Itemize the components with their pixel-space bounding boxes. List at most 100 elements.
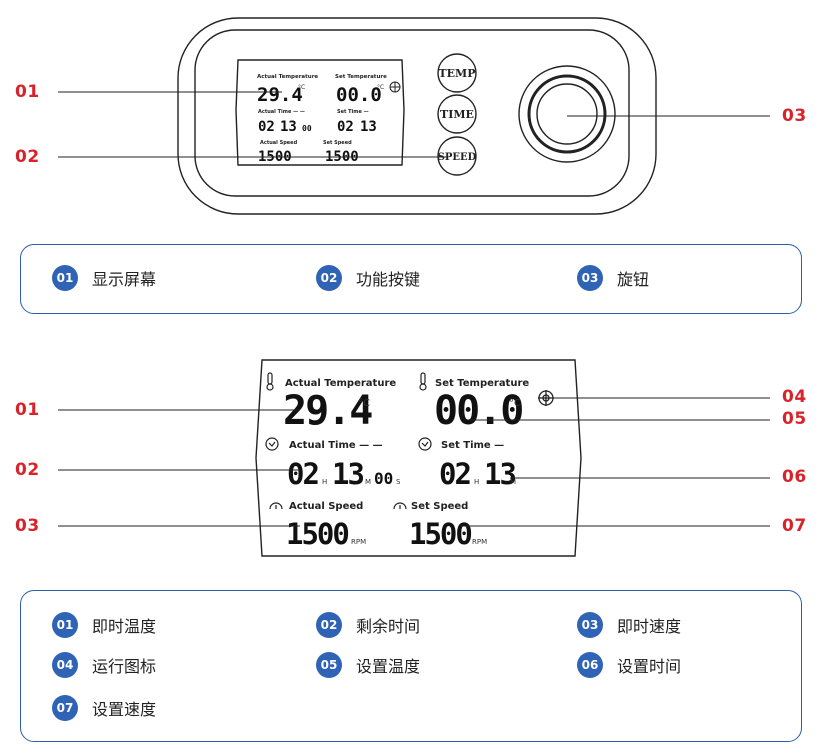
- callout-lcd-02: 02: [15, 460, 40, 480]
- temp-button[interactable]: [437, 53, 477, 93]
- speed-button-label: SPEED: [438, 152, 477, 163]
- speed-gauge-icon: [269, 502, 283, 510]
- legend-text: 旋钮: [617, 270, 650, 289]
- set-temp-value: 00.0: [434, 388, 522, 434]
- set-time-h: 02: [439, 457, 470, 491]
- time-button-label: TIME: [440, 108, 474, 121]
- callout-lcd-03: 03: [15, 516, 40, 536]
- top-callout-lines: [58, 91, 770, 158]
- legend-text: 显示屏幕: [92, 270, 157, 289]
- set-temp-unit: °C: [509, 398, 521, 409]
- mini-actual-time-h: 02: [258, 119, 275, 135]
- actual-time-m: 13: [332, 457, 363, 491]
- knob-inner: [527, 74, 607, 154]
- actual-temp-unit: °C: [358, 398, 370, 409]
- clock-icon: [418, 437, 432, 451]
- legend-bottom: 01 即时温度 02 剩余时间 03 即时速度 04 运行图标 05 设置温度 …: [20, 590, 802, 742]
- time-button[interactable]: [437, 94, 477, 134]
- set-time-label: Set Time —: [441, 440, 504, 451]
- callout-lcd-01: 01: [15, 400, 40, 420]
- lcd-callout-lines: [58, 397, 770, 527]
- mini-run-icon: [389, 81, 401, 93]
- actual-time-s: 00: [374, 469, 393, 488]
- legend-badge: 03: [577, 265, 603, 291]
- knob-outer[interactable]: [518, 65, 616, 163]
- legend-text: 剩余时间: [356, 617, 421, 636]
- set-time-h-unit: H: [474, 478, 479, 486]
- device-inner-panel: [194, 29, 630, 197]
- legend-badge: 05: [316, 652, 342, 678]
- legend-text: 功能按键: [356, 270, 421, 289]
- legend-text: 设置时间: [617, 657, 682, 676]
- legend-badge: 04: [52, 652, 78, 678]
- actual-speed-value: 1500: [286, 517, 348, 551]
- actual-temp-label: Actual Temperature: [285, 378, 396, 389]
- lcd-mini-screen: [235, 59, 405, 166]
- actual-time-s-unit: S: [396, 478, 401, 486]
- mini-actual-time-m: 13: [280, 119, 297, 135]
- lcd-large-screen: [255, 359, 582, 557]
- mini-actual-time-label: Actual Time — —: [258, 109, 305, 115]
- set-speed-value: 1500: [409, 517, 471, 551]
- speed-button[interactable]: [437, 136, 477, 176]
- legend-text: 运行图标: [92, 657, 157, 676]
- callout-lcd-06: 06: [782, 467, 807, 487]
- clock-icon: [265, 437, 279, 451]
- legend-bottom-item: 07 设置速度: [52, 694, 156, 722]
- legend-badge: 01: [52, 612, 78, 638]
- set-time-m: 13: [484, 457, 515, 491]
- legend-bottom-item: 05 设置温度: [316, 651, 420, 679]
- actual-speed-unit: RPM: [351, 538, 366, 546]
- set-speed-label: Set Speed: [411, 501, 468, 512]
- mini-set-temp-unit: °C: [377, 84, 384, 91]
- legend-badge: 02: [316, 612, 342, 638]
- legend-text: 设置温度: [356, 657, 421, 676]
- mini-actual-temp-label: Actual Temperature: [257, 74, 318, 80]
- thermometer-icon: [266, 372, 274, 391]
- mini-actual-time-s: 00: [302, 124, 312, 133]
- callout-top-02: 02: [15, 147, 40, 167]
- set-speed-unit: RPM: [472, 538, 487, 546]
- actual-time-h-unit: H: [322, 478, 327, 486]
- mini-set-time-label: Set Time —: [337, 109, 369, 115]
- legend-bottom-item: 03 即时速度: [577, 611, 681, 639]
- legend-badge: 02: [316, 265, 342, 291]
- mini-actual-speed-label: Actual Speed: [260, 140, 298, 146]
- actual-time-label: Actual Time — —: [289, 440, 383, 451]
- callout-lcd-05: 05: [782, 409, 807, 429]
- actual-speed-label: Actual Speed: [289, 501, 363, 512]
- legend-top: 01 显示屏幕 02 功能按键 03 旋钮: [20, 244, 802, 314]
- actual-time-m-unit: M: [365, 478, 371, 486]
- set-temp-label: Set Temperature: [435, 378, 529, 389]
- mini-set-time-m: 13: [360, 119, 377, 135]
- legend-text: 设置速度: [92, 700, 157, 719]
- legend-top-item: 03 旋钮: [577, 264, 649, 292]
- actual-temp-value: 29.4: [283, 388, 372, 434]
- legend-badge: 03: [577, 612, 603, 638]
- temp-button-label: TEMP: [438, 67, 475, 80]
- callout-top-01: 01: [15, 82, 40, 102]
- callout-top-03: 03: [782, 106, 807, 126]
- thermometer-icon: [419, 372, 427, 391]
- mini-set-speed-label: Set Speed: [323, 140, 352, 146]
- set-time-m-unit: M: [510, 478, 516, 486]
- knob-center: [536, 83, 598, 145]
- mini-set-time-h: 02: [337, 119, 354, 135]
- legend-bottom-item: 02 剩余时间: [316, 611, 420, 639]
- callout-lcd-04: 04: [782, 387, 807, 407]
- device-illustration: [177, 17, 657, 215]
- legend-badge: 01: [52, 265, 78, 291]
- mini-actual-temp-value: 29.4: [257, 84, 303, 106]
- legend-bottom-item: 04 运行图标: [52, 651, 156, 679]
- legend-bottom-item: 01 即时温度: [52, 611, 156, 639]
- legend-badge: 06: [577, 652, 603, 678]
- actual-time-h: 02: [287, 457, 318, 491]
- mini-set-temp-label: Set Temperature: [335, 74, 387, 80]
- legend-badge: 07: [52, 695, 78, 721]
- legend-text: 即时温度: [92, 617, 157, 636]
- speed-gauge-icon: [393, 502, 407, 510]
- mini-actual-temp-unit: °C: [298, 84, 305, 91]
- callout-lcd-07: 07: [782, 516, 807, 536]
- legend-top-item: 02 功能按键: [316, 264, 420, 292]
